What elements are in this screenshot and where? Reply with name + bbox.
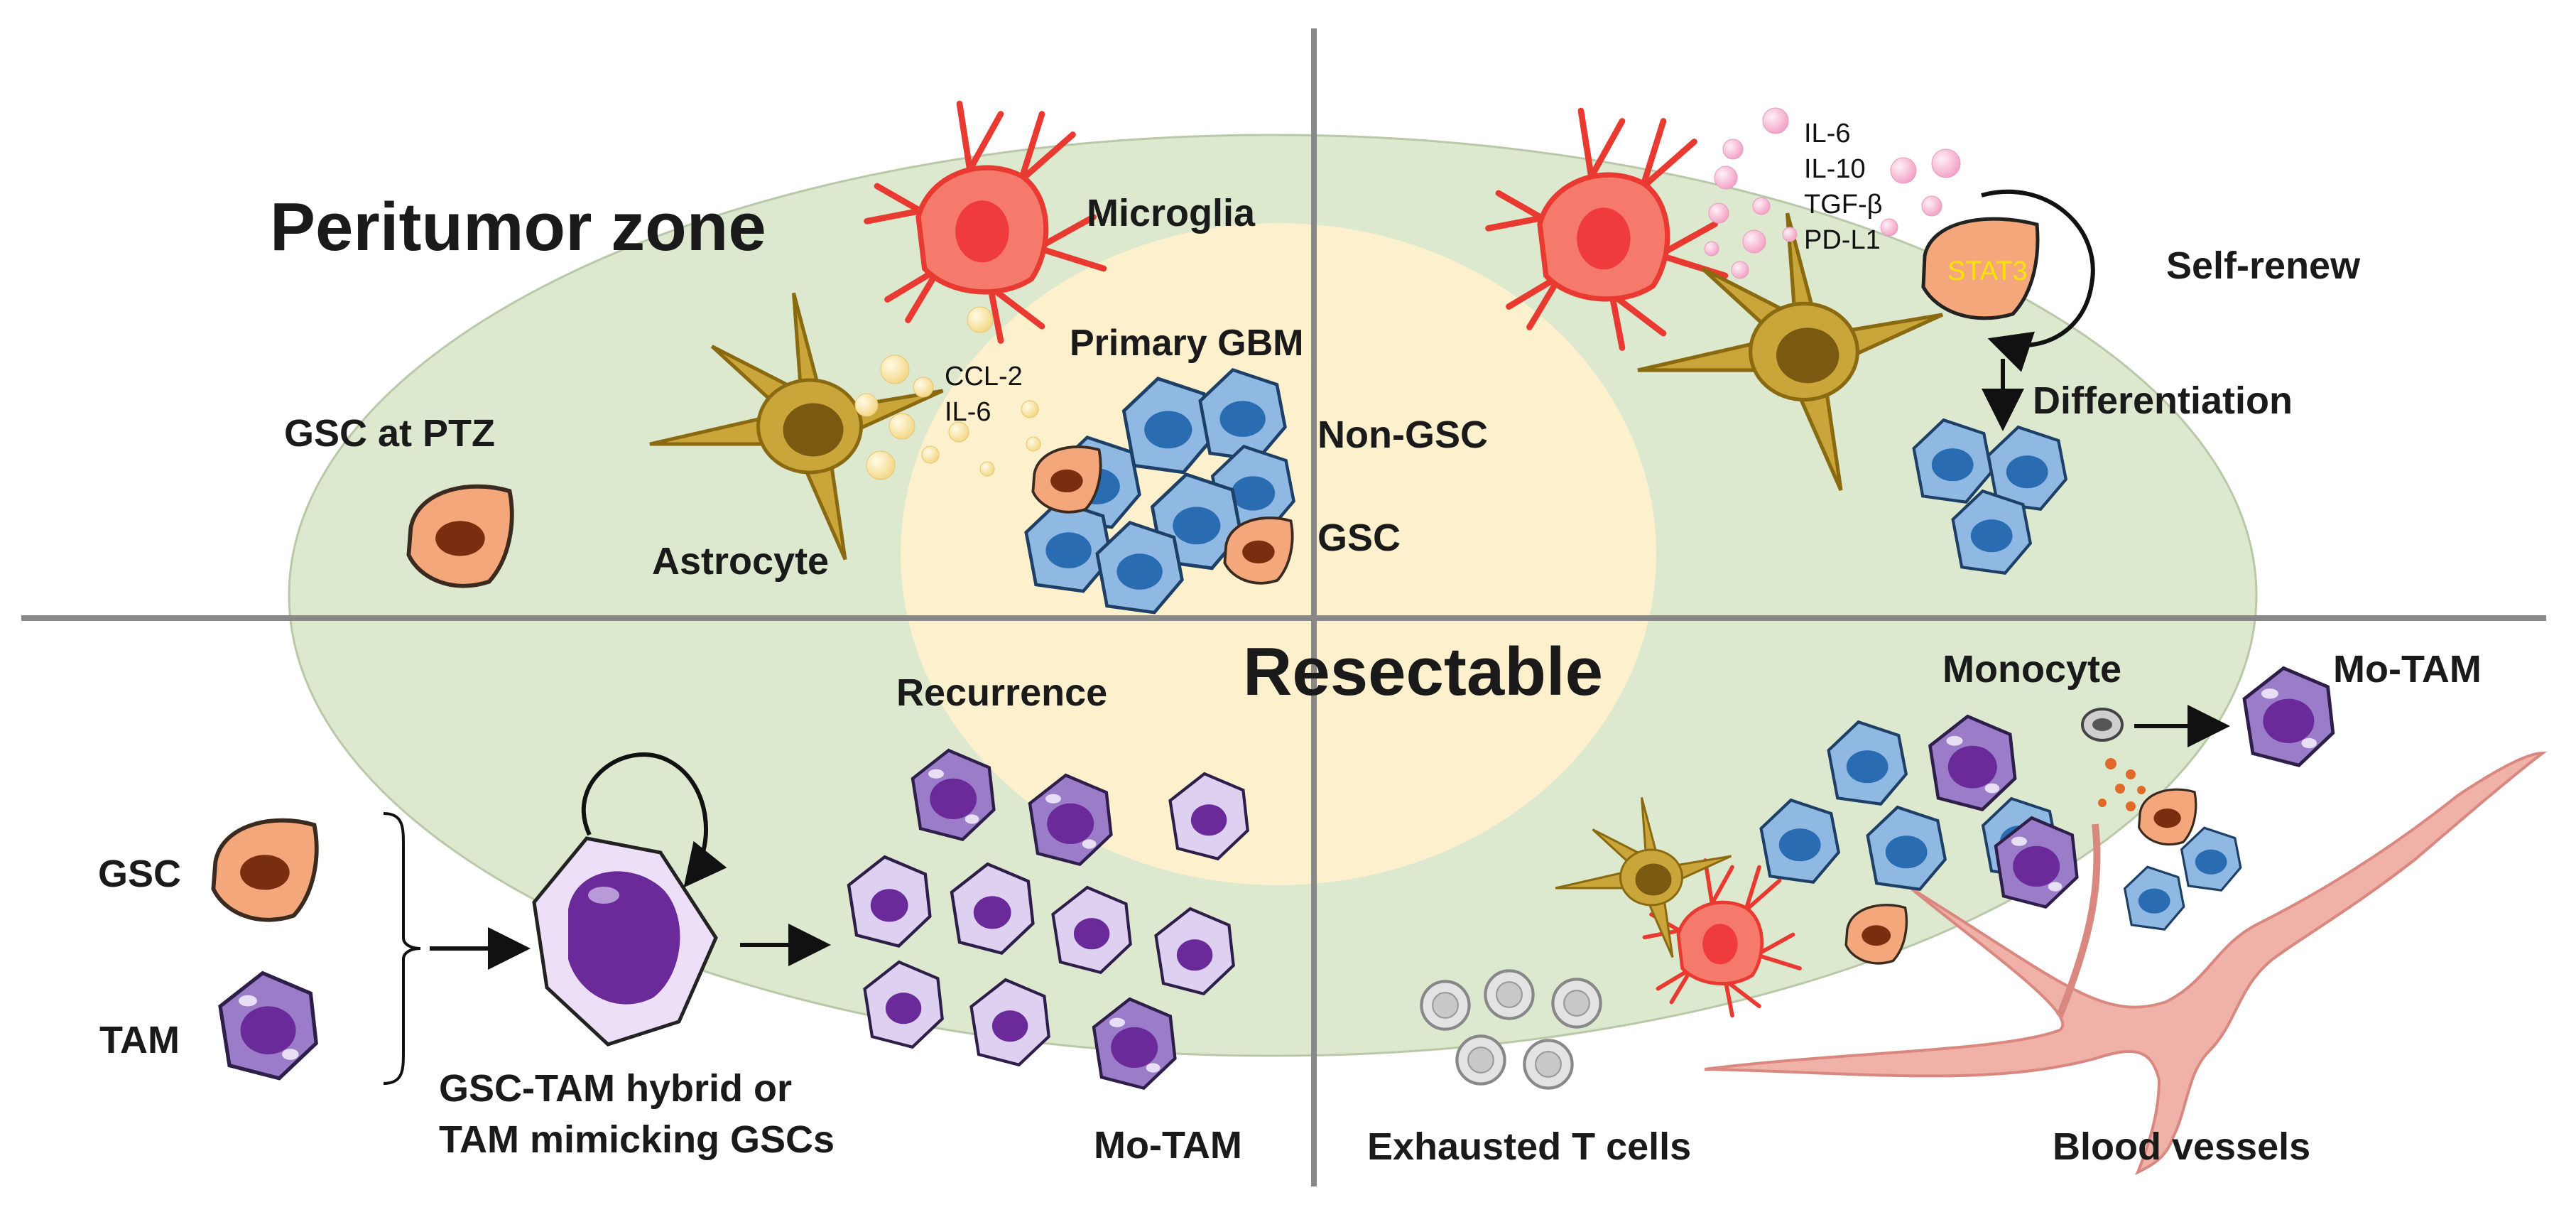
mo-tam-top-icon — [2244, 668, 2333, 765]
gsc-ptz-icon — [408, 487, 511, 586]
hybrid-cell-icon — [532, 836, 718, 1047]
stat3-label: STAT3 — [1947, 256, 2028, 286]
cytokine-bubbles-left — [854, 306, 1041, 480]
cytokine-right-4: PD-L1 — [1804, 225, 1881, 255]
resectable-title: Resectable — [1243, 634, 1603, 710]
peritumor-zone-title: Peritumor zone — [270, 189, 766, 265]
tam-left-label: TAM — [99, 1019, 180, 1061]
gsc-left-icon — [213, 821, 316, 920]
non-gsc-label: Non-GSC — [1317, 413, 1488, 456]
non-gsc-cell — [2180, 826, 2242, 892]
secreted-particles — [2098, 758, 2146, 811]
primary-gbm-label: Primary GBM — [1070, 323, 1303, 364]
cytokine-bubbles-right — [1704, 107, 1961, 279]
t-cell — [1485, 970, 1533, 1018]
tam-left-icon — [220, 973, 316, 1078]
gsc-cell — [1844, 904, 1908, 965]
cytokine-left-1: CCL-2 — [945, 362, 1023, 391]
microglia-label: Microglia — [1087, 192, 1256, 234]
merge-bracket — [383, 812, 421, 1085]
blood-vessel-icon — [1704, 751, 2548, 1176]
gsc-ptz-label: GSC at PTZ — [284, 412, 495, 455]
gsc-left-label: GSC — [98, 853, 181, 895]
hybrid-label-line2: TAM mimicking GSCs — [439, 1118, 835, 1161]
gsc-label: GSC — [1317, 517, 1401, 559]
cytokine-right-3: TGF-β — [1804, 190, 1883, 220]
gsc-cell — [1031, 445, 1102, 514]
hybrid-label-line1: GSC-TAM hybrid or — [439, 1067, 792, 1110]
gsc-cell — [2138, 788, 2197, 846]
self-renew-loop-arrow — [1981, 189, 2095, 372]
monocyte-icon — [2081, 708, 2124, 742]
mo-tam-bottom-label: Mo-TAM — [1094, 1124, 1242, 1167]
recurrence-label: Recurrence — [896, 671, 1107, 714]
blood-vessel-branch — [2056, 823, 2101, 1017]
cytokine-left-2: IL-6 — [945, 397, 991, 427]
cytokine-right-2: IL-10 — [1804, 154, 1866, 184]
t-cell — [1421, 981, 1469, 1029]
stat3-gsc-cell: STAT3 — [1921, 217, 2040, 320]
mo-tam-top-label: Mo-TAM — [2333, 648, 2482, 691]
t-cell — [1524, 1040, 1572, 1088]
astrocyte-label: Astrocyte — [652, 540, 829, 583]
differentiation-label: Differentiation — [2033, 379, 2293, 422]
exhausted-t-label: Exhausted T cells — [1367, 1125, 1691, 1168]
hybrid-self-loop-arrow — [582, 752, 727, 888]
self-renew-label: Self-renew — [2166, 244, 2361, 287]
t-cell — [1553, 979, 1600, 1027]
t-cell — [1457, 1036, 1504, 1083]
blood-vessels-label: Blood vessels — [2053, 1125, 2310, 1168]
cytokine-right-1: IL-6 — [1804, 119, 1850, 148]
gsc-cell — [1223, 517, 1294, 585]
non-gsc-cell — [2124, 865, 2185, 931]
monocyte-label: Monocyte — [1942, 648, 2121, 691]
